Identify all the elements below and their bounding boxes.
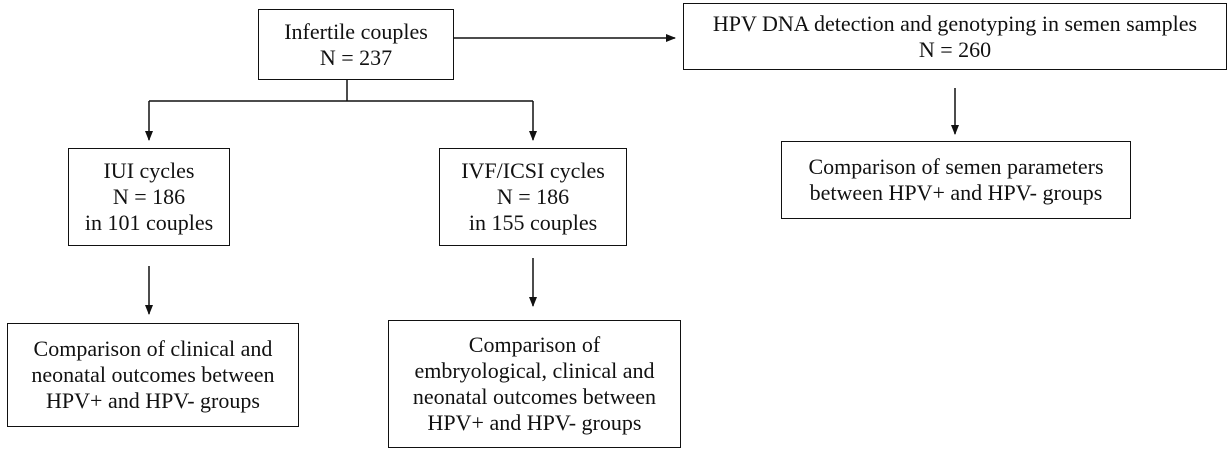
iui-outcomes-line-3: HPV+ and HPV- groups xyxy=(46,388,260,413)
ivf-outcomes-node: Comparison of embryological, clinical an… xyxy=(388,320,681,448)
iui-outcomes-node: Comparison of clinical and neonatal outc… xyxy=(7,323,299,427)
semen-comparison-line-1: Comparison of semen parameters xyxy=(808,154,1104,179)
semen-comparison-node: Comparison of semen parameters between H… xyxy=(781,141,1131,219)
ivf-outcomes-line-2: embryological, clinical and xyxy=(414,358,655,383)
ivf-icsi-cycles-node: IVF/ICSI cycles N = 186 in 155 couples xyxy=(439,148,627,246)
infertile-couples-count: N = 237 xyxy=(319,44,393,70)
ivf-outcomes-line-1: Comparison of xyxy=(468,332,601,357)
ivf-icsi-couples-count: in 155 couples xyxy=(468,210,598,235)
iui-cycles-count: N = 186 xyxy=(112,184,186,209)
ivf-icsi-cycles-label: IVF/ICSI cycles xyxy=(461,158,605,183)
hpv-detection-count: N = 260 xyxy=(918,36,992,62)
hpv-detection-label: HPV DNA detection and genotyping in seme… xyxy=(712,10,1198,36)
iui-cycles-label: IUI cycles xyxy=(103,158,195,183)
semen-comparison-line-2: between HPV+ and HPV- groups xyxy=(809,180,1103,205)
infertile-couples-label: Infertile couples xyxy=(284,18,428,44)
ivf-icsi-cycles-count: N = 186 xyxy=(496,184,570,209)
iui-outcomes-line-1: Comparison of clinical and xyxy=(33,336,273,361)
infertile-couples-node: Infertile couples N = 237 xyxy=(258,9,454,80)
ivf-outcomes-line-4: HPV+ and HPV- groups xyxy=(427,410,642,435)
iui-cycles-node: IUI cycles N = 186 in 101 couples xyxy=(68,148,230,246)
iui-couples-count: in 101 couples xyxy=(84,210,214,235)
hpv-detection-node: HPV DNA detection and genotyping in seme… xyxy=(683,3,1227,70)
iui-outcomes-line-2: neonatal outcomes between xyxy=(31,362,275,387)
ivf-outcomes-line-3: neonatal outcomes between xyxy=(412,384,657,409)
